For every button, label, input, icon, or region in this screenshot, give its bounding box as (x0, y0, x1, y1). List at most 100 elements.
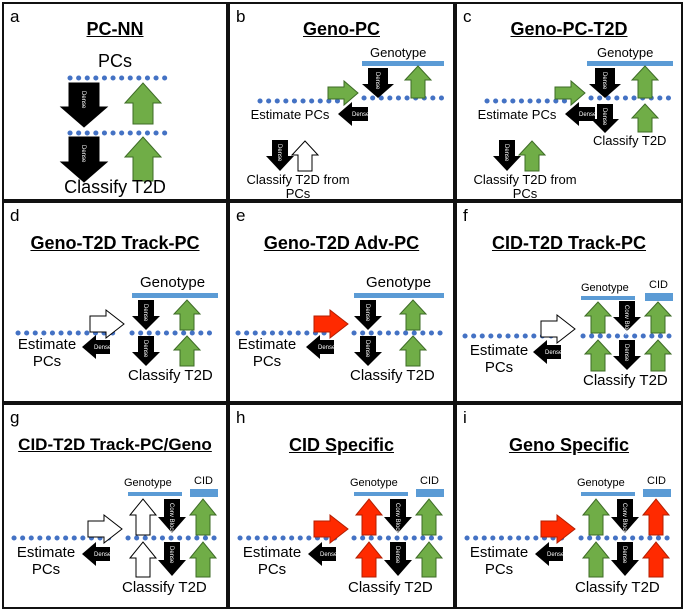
conv-down-arrow (158, 499, 186, 533)
block-label: Dense (621, 546, 627, 564)
green-up-arrow (583, 339, 613, 372)
green-up-arrow (581, 498, 611, 536)
block-label: Dense (320, 552, 338, 558)
classify-label: Classify T2D (575, 579, 660, 596)
block-label: Dense (547, 552, 565, 558)
panel-label: e (236, 206, 246, 225)
white-right-arrow (540, 313, 576, 345)
dense-down-arrow (384, 542, 412, 576)
genotype-label: Genotype (350, 477, 398, 489)
panel-title: CID-T2D Track-PC (491, 233, 647, 253)
block-label: Dense (601, 108, 607, 126)
green-up-arrow (630, 65, 660, 99)
panel-b: Dense Dense Dense b Geno-PC Genotype Est… (228, 2, 455, 201)
classify-label: Classify T2D (348, 579, 433, 596)
panel-a-diagram: Dense Dense (59, 75, 171, 183)
dense-down-arrow (591, 104, 619, 133)
block-label: Dense (276, 144, 282, 162)
genotype-label: Genotype (124, 477, 172, 489)
white-up-arrow (290, 140, 320, 172)
conv-down-arrow (613, 301, 641, 331)
panel-c-diagram: Dense Dense Dense Dense (484, 61, 674, 172)
dotted-layers (67, 75, 171, 136)
block-label: Dense (94, 345, 112, 351)
genotype-label: Genotype (140, 274, 206, 291)
green-up-arrow (517, 140, 547, 172)
cid-label: CID (647, 475, 666, 487)
panel-i-diagram: Conv Block Dense Dense (464, 489, 672, 578)
panel-label: g (10, 408, 20, 427)
estimate-label: Estimate PCs (469, 342, 529, 376)
dense-down-arrow (132, 336, 160, 366)
panel-title: Geno-T2D Adv-PC (263, 233, 420, 253)
cid-label: CID (194, 475, 213, 487)
dense-left-arrow (533, 340, 561, 364)
panel-c: Dense Dense Dense Dense c Geno-PC-T2D Ge… (455, 2, 683, 201)
pcs-label: PCs (97, 51, 132, 71)
genotype-bar (581, 492, 635, 496)
dense-down-arrow (362, 68, 394, 98)
block-label: Dense (318, 345, 336, 351)
dense-left-arrow (306, 335, 334, 359)
genotype-bar (132, 293, 218, 298)
red-right-arrow (313, 308, 349, 340)
classify-label: Classify T2D (122, 579, 207, 596)
panel-label: h (236, 408, 246, 427)
genotype-label: Genotype (370, 45, 427, 60)
panel-title: Geno-PC (302, 19, 380, 39)
panel-title: Geno-PC-T2D (510, 19, 628, 39)
dotted-layers (257, 95, 447, 104)
estimate-label: Estimate PCs (16, 544, 76, 578)
genotype-label: Genotype (577, 477, 625, 489)
dense-down-arrow (132, 300, 160, 330)
dense-down-arrow (493, 140, 521, 171)
red-up-arrow (354, 498, 384, 536)
dense-down-arrow (354, 336, 382, 366)
genotype-label: Genotype (597, 45, 654, 60)
dense-left-arrow (308, 542, 336, 566)
panel-label: a (10, 7, 20, 26)
classify-label: Classify T2D (583, 372, 668, 389)
genotype-bar (354, 293, 444, 298)
dense-down-arrow (354, 300, 382, 330)
estimate-label: Estimate PCs (469, 544, 529, 578)
panel-label: f (463, 206, 468, 225)
green-up-arrow (172, 335, 202, 367)
block-label: Dense (503, 144, 509, 162)
green-up-arrow (398, 335, 428, 367)
green-up-arrow (630, 103, 660, 133)
estimate-label: Estimate PCs (242, 544, 302, 578)
dotted-layers (484, 95, 674, 104)
panel-e-diagram: Dense Dense Dense (235, 293, 445, 367)
panel-title: Geno Specific (508, 435, 630, 455)
green-up-arrow (414, 498, 444, 536)
panel-d: Dense Dense Dense d Geno-T2D Track-PC Ge… (2, 201, 228, 403)
panel-f-diagram: Conv Block Dense Dense (462, 293, 673, 372)
block-label: Dense (168, 546, 174, 564)
block-label: Conv Block (621, 503, 627, 534)
cid-bar (190, 489, 218, 497)
block-label: Dense (601, 72, 607, 90)
panel-g: Conv Block Dense Dense g CID-T2D Track-P… (2, 403, 228, 609)
block-label: Conv Block (623, 305, 629, 336)
estimate-label: Estimate PCs (17, 336, 77, 370)
dense-down-arrow (266, 140, 294, 171)
cid-bar (643, 489, 671, 497)
block-label: Dense (374, 72, 380, 90)
classify-label: Classify T2D (128, 367, 213, 384)
red-right-arrow (540, 513, 576, 545)
green-up-arrow (581, 541, 611, 578)
panel-g-diagram: Conv Block Dense Dense (11, 489, 219, 578)
block-label: Dense (579, 112, 597, 118)
genotype-bar (128, 492, 182, 496)
dense-left-arrow (535, 542, 563, 566)
block-label: Dense (352, 112, 370, 118)
block-label: Dense (142, 304, 148, 322)
white-right-arrow (87, 513, 123, 545)
red-up-arrow (641, 498, 671, 536)
green-up-arrow (398, 299, 428, 331)
genotype-label: Genotype (581, 282, 629, 294)
dense-left-arrow (338, 102, 368, 126)
white-right-arrow (89, 308, 125, 340)
block-label: Dense (394, 546, 400, 564)
